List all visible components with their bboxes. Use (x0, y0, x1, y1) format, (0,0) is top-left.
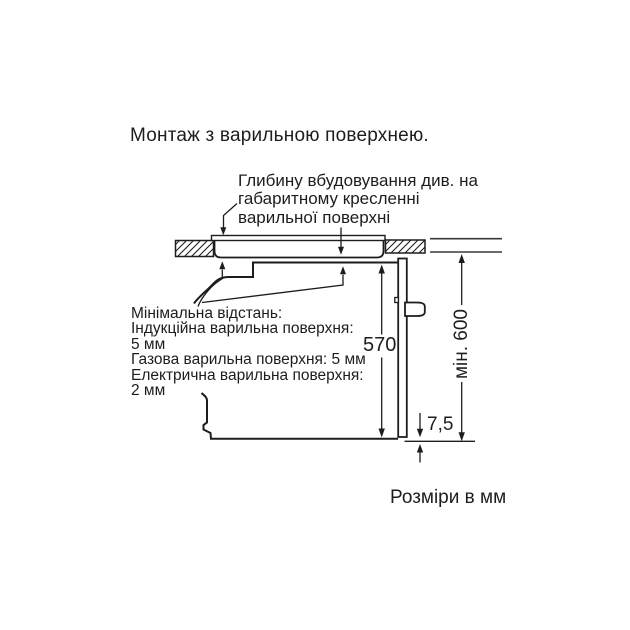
min-distance-note-line: Мінімальна відстань: (131, 305, 283, 322)
min-distance-note-line: 5 мм (131, 335, 166, 353)
oven-door (397, 257, 408, 438)
dim-570-label: 570 (363, 334, 397, 356)
min-distance-leader-right (201, 266, 346, 304)
min-distance-note-line: Газова варильна поверхня: 5 мм (131, 351, 366, 369)
min-distance-leader-left (197, 261, 226, 307)
depth-note-leader-left (220, 203, 238, 236)
depth-note: Глибину вбудовування див. на габаритному… (238, 170, 478, 228)
units-note: Розміри в мм (390, 487, 507, 508)
worktop-right-hatch (384, 239, 426, 254)
min-distance-note-line: Електрична варильна поверхня: (131, 366, 364, 384)
dim-75 (416, 413, 424, 463)
worktop-left-hatch (174, 239, 215, 258)
min-distance-note-line: Індукційна варильна поверхня: (131, 320, 354, 338)
oven-door-notch (394, 296, 400, 304)
depth-note-line: габаритному кресленні (238, 189, 420, 209)
dim-600-label: мін. 600 (451, 308, 472, 380)
dim-600 (458, 254, 465, 442)
oven-top-outline (193, 261, 398, 305)
dim-75-label: 7,5 (427, 413, 454, 435)
depth-note-leader-right (338, 227, 344, 255)
oven-door-handle (404, 301, 426, 317)
page-title: Монтаж з варильною поверхнею. (130, 125, 429, 146)
depth-note-line: варильної поверхні (238, 207, 391, 227)
min-distance-note-line: 2 мм (131, 382, 166, 400)
min-distance-note: Мінімальна відстань: Індукційна варильна… (131, 305, 366, 400)
oven-bottom-outline (200, 392, 398, 440)
hob-tub (213, 238, 385, 259)
hob-glass (210, 234, 386, 242)
depth-note-line: Глибину вбудовування див. на (238, 170, 478, 190)
worktop-right-lines (430, 237, 502, 253)
dim-570 (378, 264, 385, 438)
